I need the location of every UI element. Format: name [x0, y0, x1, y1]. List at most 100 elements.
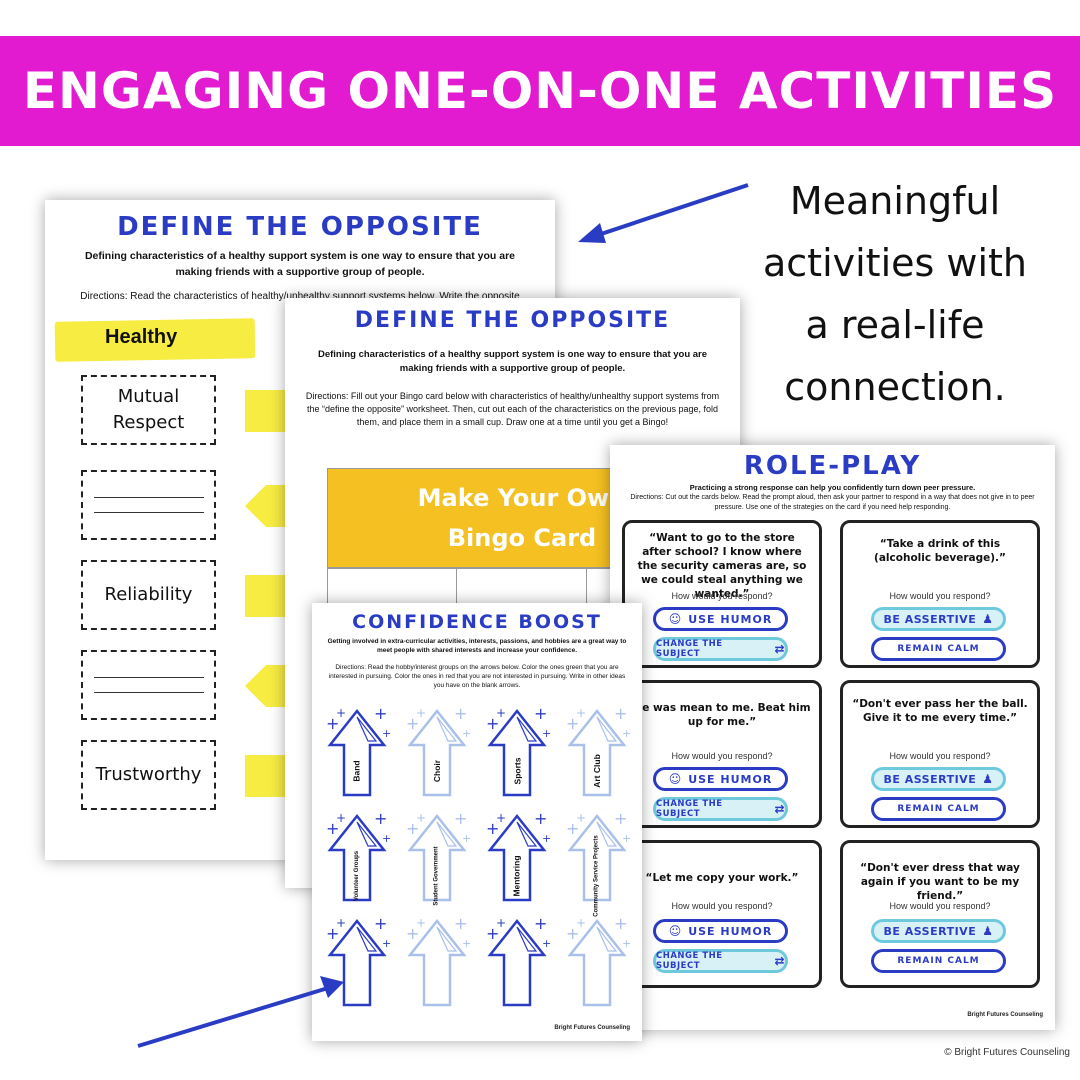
arrow-label — [504, 959, 530, 1003]
role-play-card: “Don't ever pass her the ball. Give it t… — [840, 680, 1040, 828]
svg-text:+: + — [336, 811, 346, 825]
arrow-label-text: Band — [352, 760, 362, 782]
role-play-card: “Want to go to the store after school? I… — [622, 520, 822, 668]
card-prompt: “Take a drink of this (alcoholic beverag… — [874, 538, 1006, 564]
hero-icon: ♟ — [982, 772, 994, 786]
svg-text:+: + — [374, 914, 387, 933]
arrow-up-icon: ++++ — [322, 913, 392, 1008]
svg-text:+: + — [454, 914, 467, 933]
strategy-pill: ☺USE HUMOR — [653, 767, 788, 791]
arrow-up-icon: ++++Choir — [402, 703, 472, 798]
svg-text:+: + — [622, 727, 631, 740]
respond-prompt: How would you respond? — [889, 751, 991, 761]
svg-text:+: + — [496, 811, 506, 825]
svg-text:+: + — [542, 832, 551, 845]
swap-icon: ⇄ — [774, 642, 785, 656]
characteristic-box: Reliability — [81, 560, 216, 630]
card-prompt: He was mean to me. Beat him up for me.” — [633, 702, 811, 728]
hero-icon: ♟ — [982, 612, 994, 626]
svg-text:+: + — [534, 704, 547, 723]
svg-text:+: + — [614, 704, 627, 723]
svg-text:+: + — [374, 809, 387, 828]
characteristic-box: Mutual Respect — [81, 375, 216, 445]
svg-text:+: + — [374, 704, 387, 723]
worksheet-directions: Directions: Cut out the cards below. Rea… — [630, 494, 1035, 511]
arrow-label: Student Government — [424, 846, 450, 905]
arrow-up-icon: ++++Student Government — [402, 808, 472, 906]
svg-text:+: + — [406, 924, 419, 943]
worksheet-directions: Directions: Fill out your Bingo card bel… — [305, 391, 720, 427]
strategy-pill: REMAIN CALM — [871, 949, 1006, 973]
strategy-label: USE HUMOR — [688, 924, 773, 938]
svg-text:+: + — [496, 706, 506, 720]
tagline: Meaningful activities with a real-life c… — [750, 170, 1040, 418]
strategy-pill: CHANGE THE SUBJECT⇄ — [653, 637, 788, 661]
hero-icon: ♟ — [982, 924, 994, 938]
strategy-pill: REMAIN CALM — [871, 797, 1006, 821]
arrow-label: Sports — [504, 749, 530, 793]
arrow-label: Mentoring — [504, 854, 530, 898]
worksheet-title: DEFINE THE OPPOSITE — [354, 308, 671, 333]
arrow-label: Art Club — [584, 749, 610, 793]
header-banner: ENGAGING ONE-ON-ONE ACTIVITIES — [0, 36, 1080, 146]
smile-icon: ☺ — [668, 772, 683, 786]
svg-text:+: + — [382, 727, 391, 740]
worksheet-title: DEFINE THE OPPOSITE — [117, 212, 483, 242]
svg-text:+: + — [534, 809, 547, 828]
svg-text:+: + — [486, 714, 499, 733]
arrow-up-icon: ++++Sports — [482, 703, 552, 798]
svg-text:+: + — [486, 819, 499, 838]
role-play-card: “Don't ever dress that way again if you … — [840, 840, 1040, 988]
svg-text:+: + — [566, 924, 579, 943]
tagline-line: connection. — [784, 365, 1006, 409]
strategy-label: REMAIN CALM — [897, 804, 980, 814]
card-prompt: “Don't ever pass her the ball. Give it t… — [852, 698, 1028, 724]
arrow-label-text: Sports — [512, 757, 523, 785]
worksheet-subtitle: Getting involved in extra-curricular act… — [327, 638, 627, 654]
pointer-arrow-icon — [137, 976, 344, 1048]
strategy-label: REMAIN CALM — [897, 956, 980, 966]
arrow-label: Choir — [424, 749, 450, 793]
copyright-text: © Bright Futures Counseling — [944, 1047, 1070, 1058]
svg-text:+: + — [534, 914, 547, 933]
respond-prompt: How would you respond? — [671, 901, 773, 911]
arrow-label-text: Choir — [431, 759, 442, 783]
role-play-card: He was mean to me. Beat him up for me.” … — [622, 680, 822, 828]
svg-text:+: + — [406, 819, 419, 838]
role-play-card: “Take a drink of this (alcoholic beverag… — [840, 520, 1040, 668]
arrow-label — [584, 959, 610, 1003]
strategy-label: USE HUMOR — [688, 612, 773, 626]
strategy-pill: BE ASSERTIVE♟ — [871, 919, 1006, 943]
svg-text:+: + — [614, 914, 627, 933]
respond-prompt: How would you respond? — [889, 591, 991, 601]
card-prompt: “Let me copy your work.” — [645, 872, 799, 884]
arrow-label: Community Service Projects — [584, 835, 610, 916]
svg-text:+: + — [576, 811, 586, 825]
bingo-title-line2: Bingo Card — [447, 524, 597, 552]
arrow-up-icon: ++++Band — [322, 703, 392, 798]
tagline-line: activities with — [762, 241, 1027, 285]
worksheet-title: ROLE-PLAY — [743, 451, 922, 481]
svg-text:+: + — [336, 916, 346, 930]
svg-text:+: + — [416, 811, 426, 825]
svg-text:+: + — [542, 937, 551, 950]
svg-text:+: + — [382, 832, 391, 845]
strategy-pill: REMAIN CALM — [871, 637, 1006, 661]
brand-logo: Bright Futures Counseling — [554, 1025, 630, 1031]
characteristic-box: Trustworthy — [81, 740, 216, 810]
svg-text:+: + — [566, 819, 579, 838]
svg-text:+: + — [326, 924, 339, 943]
smile-icon: ☺ — [668, 612, 683, 626]
arrow-label-text: Student Government — [434, 846, 440, 906]
swap-icon: ⇄ — [774, 802, 785, 816]
worksheet-subtitle: Defining characteristics of a healthy su… — [84, 250, 516, 278]
arrow-label: Volunteer Groups — [344, 851, 370, 901]
arrow-label-text: Mentoring — [512, 855, 523, 897]
brand-logo: Bright Futures Counseling — [967, 1012, 1043, 1018]
svg-text:+: + — [336, 706, 346, 720]
svg-text:+: + — [576, 916, 586, 930]
arrow-label-text: Community Service Projects — [594, 835, 600, 917]
svg-text:+: + — [382, 937, 391, 950]
svg-text:+: + — [566, 714, 579, 733]
card-prompt: “Want to go to the store after school? I… — [637, 532, 807, 600]
